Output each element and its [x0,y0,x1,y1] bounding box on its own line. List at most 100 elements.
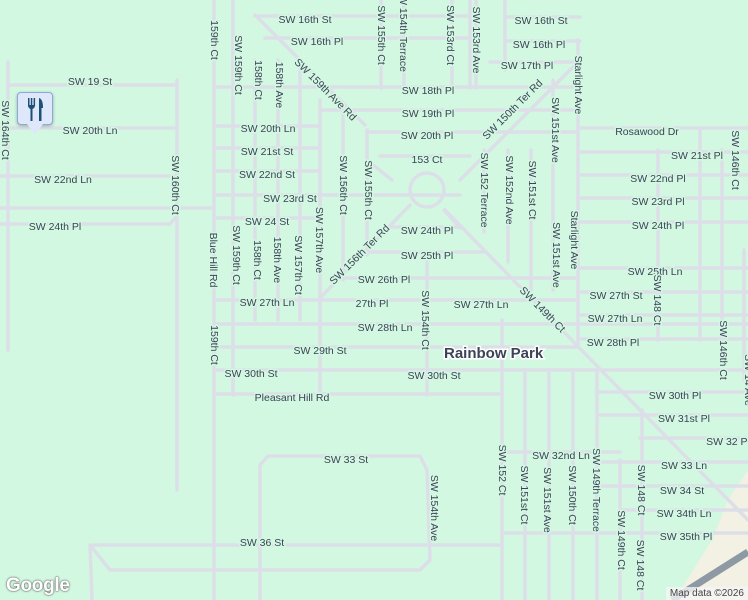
street-label[interactable]: SW 149th Terrace [589,447,604,534]
street-label[interactable]: SW 28th Ln [356,320,414,335]
street-label[interactable]: SW 27th Ln [586,311,644,326]
street-label[interactable]: SW 22nd Pl [629,171,687,186]
street-label[interactable]: SW 159th Ct [229,224,244,287]
street-label[interactable]: SW 25th Ln [626,264,684,279]
street-label[interactable]: SW 19th Pl [400,106,456,121]
street-label[interactable]: SW 26th Pl [356,272,412,287]
street-label[interactable]: 27th Pl [354,296,390,311]
street-label[interactable]: SW 22nd St [237,167,296,182]
street-label[interactable]: SW 157th Ave [312,205,327,275]
street-label[interactable]: SW 16th Pl [511,37,567,52]
street-label[interactable]: SW 151st Ave [549,221,564,290]
street-label[interactable]: SW 24 St [243,214,290,229]
street-label[interactable]: SW 16th St [277,12,333,27]
street-label[interactable]: SW 148 Ct [650,273,665,327]
street-label[interactable]: SW 151st Ct [525,159,540,221]
street-label[interactable]: SW 27th Ln [238,295,296,310]
street-label[interactable]: SW 159th Ct [231,34,246,97]
street-label[interactable]: SW 23rd St [262,191,319,206]
street-label[interactable]: SW 151st Ct [517,464,532,526]
street-label[interactable]: SW 24th Pl [27,219,83,234]
street-label[interactable]: SW 157th Ct [291,234,306,297]
park-label-rainbow-park[interactable]: Rainbow Park [443,344,546,364]
street-label[interactable]: SW 17th Pl [499,58,555,73]
street-label[interactable]: SW 153rd Ct [443,3,458,66]
street-label[interactable]: SW 152nd Ave [502,154,517,226]
street-label[interactable]: SW 20th Ln [239,121,297,136]
street-label[interactable]: SW 21st St [239,144,295,159]
street-label[interactable]: SW 155th Ct [374,4,389,67]
map-attribution[interactable]: Map data ©2026 [665,587,748,600]
street-label[interactable]: SW 30th Pl [647,388,703,403]
street-label[interactable]: 159th Ct [207,324,222,367]
street-label[interactable]: SW 28th Pl [585,335,641,350]
road [253,13,367,127]
street-label[interactable]: SW 164th Ct [0,99,13,162]
street-label[interactable]: SW 148 Ct [634,463,649,517]
street-label[interactable]: SW 19 St [66,74,113,89]
road [458,60,580,182]
street-label[interactable]: SW 30th St [223,366,279,381]
street-label[interactable]: SW 154th Ct [418,289,433,352]
street-label[interactable]: Starlight Ave [571,54,586,116]
restaurant-marker[interactable] [17,92,53,135]
street-label[interactable]: Blue Hill Rd [206,231,221,289]
street-label[interactable]: SW 24th Pl [399,223,455,238]
street-label[interactable]: Rosawood Dr [614,124,681,139]
google-logo[interactable]: Google [6,575,70,596]
street-label[interactable]: SW 18th Pl [400,83,456,98]
road [443,208,748,522]
street-label[interactable]: SW 149th Ct [614,509,629,572]
street-label[interactable]: SW 27th Ln [452,297,510,312]
street-label[interactable]: SW 16th St [513,13,569,28]
street-label[interactable]: SW 34 St [658,483,705,498]
restaurant-icon [28,98,43,121]
street-label[interactable]: Pleasant Hill Rd [253,390,331,405]
road [318,203,412,300]
street-label[interactable]: SW 152 Terrace [477,151,492,229]
street-label[interactable]: SW 154th Ave [427,473,442,543]
street-label[interactable]: 158th Ave [272,60,287,110]
street-label[interactable]: SW 146th Ct [728,129,743,192]
street-label[interactable]: SW 27th St [588,288,644,303]
street-label[interactable]: SW 22nd Ln [33,172,94,187]
street-label[interactable]: SW 160th Ct [168,154,183,217]
street-label[interactable]: SW 14 Ave [741,353,748,408]
street-label[interactable]: 158th Ave [270,235,285,285]
street-label[interactable]: SW 24th Pl [630,218,686,233]
street-label[interactable]: SW 156th Ct [336,154,351,217]
street-label[interactable]: SW 20th Pl [399,128,455,143]
street-label[interactable]: SW 30th St [406,368,462,383]
street-label[interactable]: SW 20th Ln [61,123,119,138]
street-label[interactable]: Starlight Ave [567,209,582,271]
street-label[interactable]: SW 149th Ct [515,283,569,337]
street-label[interactable]: SW 151st Ave [548,96,563,165]
street-label[interactable]: SW 33 St [322,452,369,467]
street-label[interactable]: SW 146th Ct [716,319,731,382]
street-label[interactable]: SW 34th Ln [655,506,713,521]
street-label[interactable]: SW 16th Pl [289,34,345,49]
street-label[interactable]: SW 32nd Ln [531,448,592,463]
street-label[interactable]: 158th Ct [250,239,265,282]
street-label[interactable]: SW 21st Pl [670,148,725,163]
street-label[interactable]: SW 29th St [292,343,348,358]
street-label[interactable]: SW 35th Pl [658,529,714,544]
street-label[interactable]: SW 33 Ln [659,458,708,473]
street-label[interactable]: SW 148 Ct [633,538,648,592]
street-label[interactable]: SW 151st Ave [540,466,555,535]
street-label[interactable]: SW 36 St [238,535,285,550]
street-label[interactable]: SW 25th Pl [399,248,455,263]
street-label[interactable]: SW 154th Terrace [396,0,411,74]
street-label[interactable]: 153 Ct [410,152,444,167]
street-label[interactable]: SW 150th Ct [565,464,580,527]
street-label[interactable]: SW 31st Pl [657,411,712,426]
street-label[interactable]: SW 32 Pl [705,434,748,449]
street-label[interactable]: 158th Ct [251,59,266,102]
street-label[interactable]: SW 23rd Pl [630,194,686,209]
street-label[interactable]: 159th Ct [207,19,222,62]
street-label[interactable]: SW 155th Ct [361,159,376,222]
street-label[interactable]: SW 152 Ct [495,443,510,497]
street-label[interactable]: SW 153rd Ave [469,5,484,75]
